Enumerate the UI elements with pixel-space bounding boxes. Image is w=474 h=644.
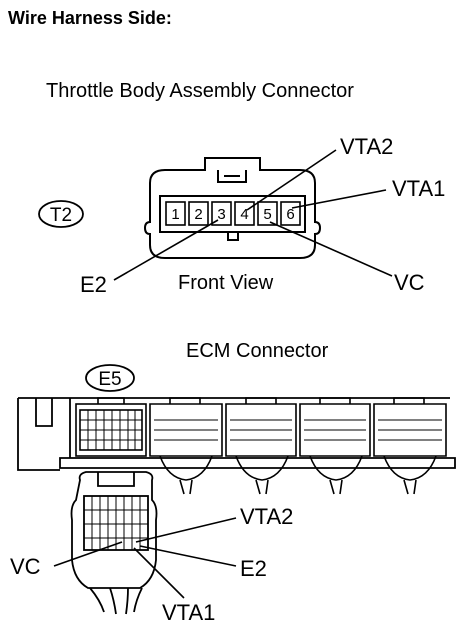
ecm-leader-vc bbox=[53, 541, 123, 567]
ecm-label-vta1: VTA1 bbox=[162, 600, 216, 625]
ecm-leader-vta1 bbox=[133, 547, 185, 599]
throttle-leader-lines bbox=[113, 149, 393, 281]
ecm-label-e2: E2 bbox=[240, 556, 267, 581]
ecm-body bbox=[17, 397, 456, 471]
t2-badge bbox=[38, 200, 84, 228]
ecm-other-connectors bbox=[149, 397, 447, 495]
throttle-label-e2: E2 bbox=[80, 272, 107, 297]
throttle-pin-5: 5 bbox=[263, 206, 271, 223]
throttle-pin-4: 4 bbox=[240, 206, 248, 223]
ecm-connector-hatching bbox=[154, 419, 442, 441]
throttle-label-vc: VC bbox=[394, 270, 425, 295]
throttle-pin-cells bbox=[165, 201, 301, 226]
throttle-pin-2: 2 bbox=[194, 206, 202, 223]
leader-vta2 bbox=[246, 149, 337, 211]
ecm-leader-vta2 bbox=[135, 517, 237, 543]
throttle-connector-drawing bbox=[143, 157, 322, 259]
e5-badge bbox=[85, 364, 135, 392]
ecm-e5-plug-grid bbox=[84, 496, 148, 550]
leader-vc bbox=[269, 221, 393, 277]
e5-badge-label: E5 bbox=[98, 369, 121, 390]
ecm-connector-title: ECM Connector bbox=[186, 340, 329, 362]
ecm-label-vta2: VTA2 bbox=[240, 504, 294, 529]
ecm-leader-e2 bbox=[139, 545, 237, 567]
throttle-pin-6: 6 bbox=[286, 206, 294, 223]
throttle-front-view-label: Front View bbox=[178, 272, 274, 294]
throttle-pin-3: 3 bbox=[217, 206, 225, 223]
t2-badge-label: T2 bbox=[50, 205, 72, 226]
ecm-leader-lines bbox=[53, 517, 237, 599]
page-heading: Wire Harness Side: bbox=[8, 8, 172, 28]
ecm-e5-grid bbox=[80, 410, 142, 450]
leader-e2 bbox=[113, 219, 219, 281]
ecm-e5-plug bbox=[70, 471, 158, 615]
ecm-label-vc: VC bbox=[10, 554, 41, 579]
throttle-connector-title: Throttle Body Assembly Connector bbox=[46, 80, 354, 102]
throttle-label-vta1: VTA1 bbox=[392, 176, 446, 201]
throttle-label-vta2: VTA2 bbox=[340, 134, 394, 159]
leader-vta1 bbox=[291, 189, 387, 209]
throttle-pin-1: 1 bbox=[171, 206, 179, 223]
